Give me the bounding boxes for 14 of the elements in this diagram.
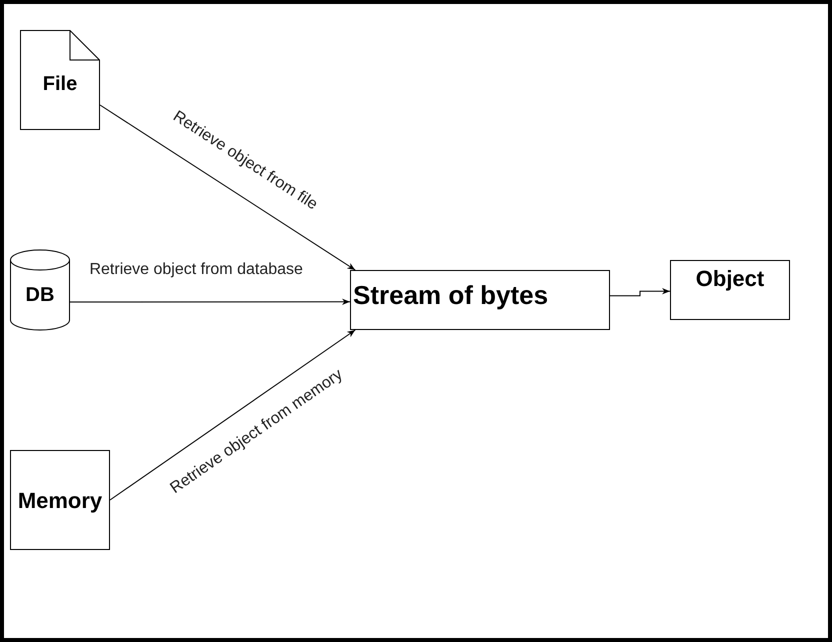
arrow — [110, 330, 356, 500]
process-box — [10, 450, 110, 550]
node-label: Stream of bytes — [353, 280, 548, 311]
node-label: Object — [694, 266, 766, 292]
arrow — [100, 104, 356, 270]
node-label: Memory — [16, 488, 104, 514]
edge-label: Retrieve object from database — [88, 260, 304, 278]
process-box — [350, 270, 610, 330]
node-label: File — [42, 73, 78, 96]
process-box — [670, 260, 790, 320]
arrow — [610, 288, 670, 296]
node-label: DB — [24, 284, 56, 307]
arrow — [70, 298, 350, 305]
database-cylinder — [10, 250, 70, 330]
